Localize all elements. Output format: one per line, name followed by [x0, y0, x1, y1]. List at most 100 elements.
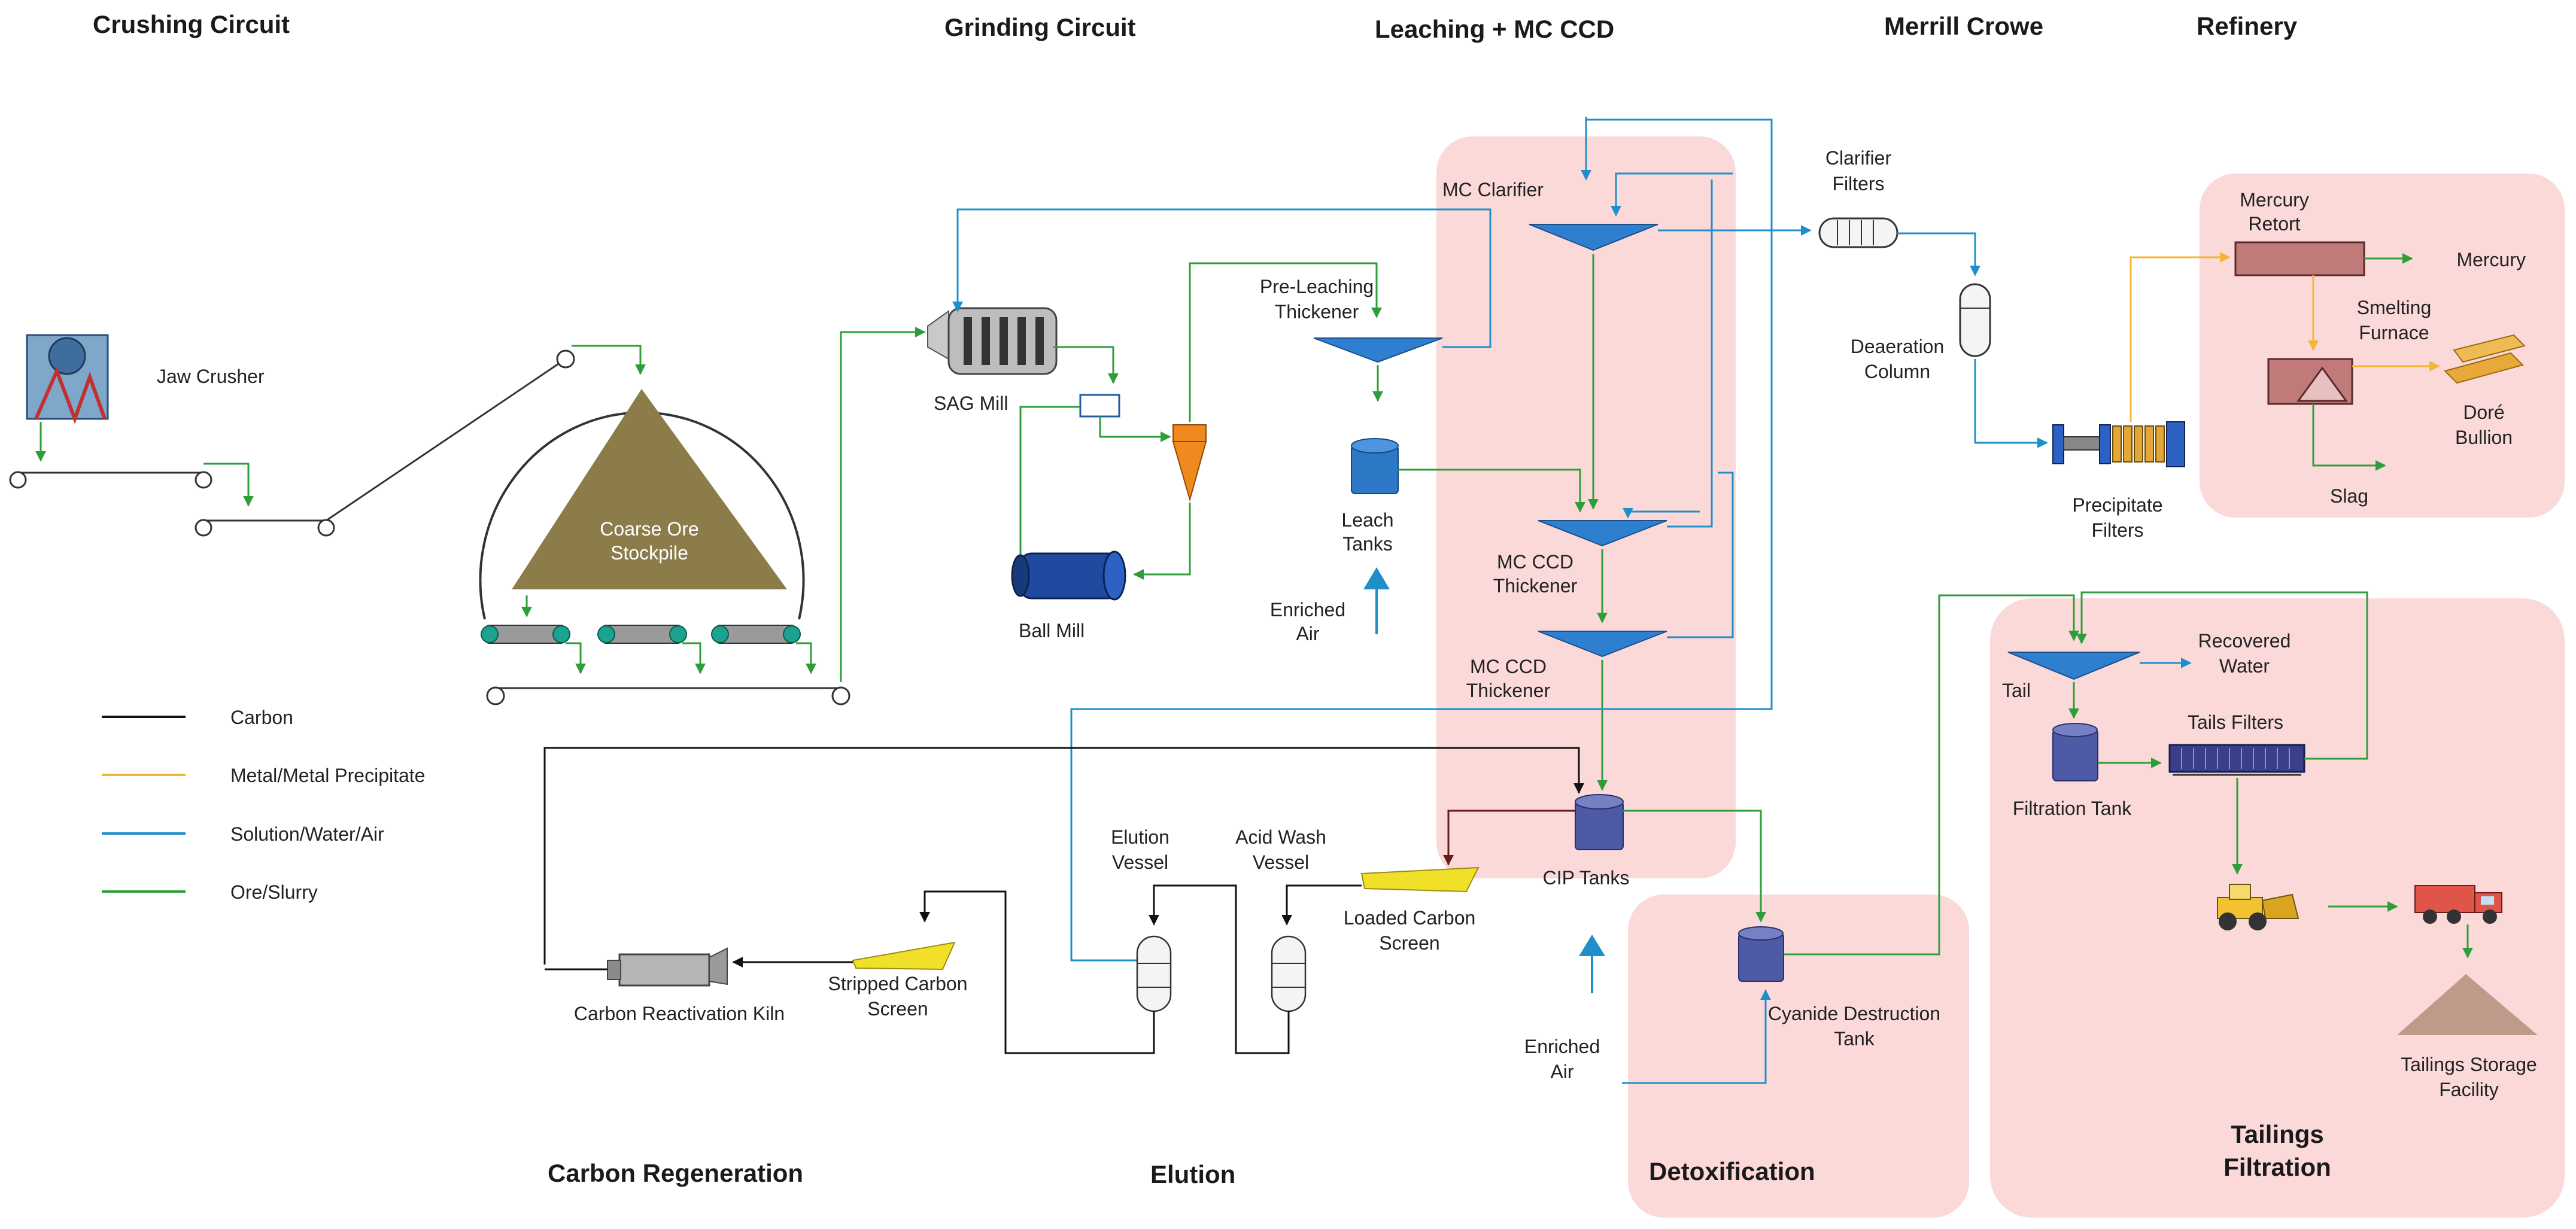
kiln-icon: [607, 947, 728, 987]
section-merrill-crowe: Merrill Crowe: [1884, 12, 2043, 40]
feeders: [481, 625, 801, 644]
flow-cyclone-to-ballmill: [1133, 503, 1191, 580]
flow-to-sag-mill: [840, 327, 926, 682]
enriched-air-2-label-1: Enriched: [1524, 1036, 1600, 1057]
merrill-crowe: Clarifier Filters Deaeration Column: [1818, 147, 2231, 541]
flow-precip-to-retort: [2130, 252, 2231, 422]
cip-tank-icon: [1575, 794, 1624, 850]
section-crushing-circuit: Crushing Circuit: [93, 10, 290, 38]
elution-vessel-label-1: Elution: [1111, 826, 1169, 848]
filtration-tank-icon: [2052, 723, 2098, 781]
cyanide-tank-icon: [1738, 926, 1784, 982]
flow-cyclone-to-preleach: [1189, 262, 1382, 422]
zone-leaching-mc-ccd: [1436, 136, 1736, 878]
flow-furnace-to-slag: [2312, 404, 2386, 471]
pre-leaching-thickener-icon: [1313, 337, 1443, 363]
refinery: Mercury Retort Mercury Smelting Furnace …: [2234, 189, 2526, 507]
mc-ccd-2-label-2: Thickener: [1466, 680, 1551, 701]
flow-to-stockpile: [572, 345, 646, 375]
tailings-filtration: Tail Recovered Water Filtration Tank Tai…: [2002, 591, 2538, 1100]
loaded-carbon-label-2: Screen: [1379, 932, 1439, 954]
sag-mill-label: SAG Mill: [934, 393, 1008, 414]
clarifier-filters-label-2: Filters: [1832, 173, 1884, 194]
conveyor-1: [9, 471, 212, 489]
deaeration-column-icon: [1959, 283, 1991, 357]
legend: Carbon Metal/Metal Precipitate Solution/…: [102, 707, 425, 903]
clarifier-filters-label-1: Clarifier: [1825, 147, 1892, 169]
flow-screen-to-acidwash: [1281, 884, 1362, 926]
loaded-carbon-label-1: Loaded Carbon: [1344, 907, 1476, 929]
stripped-carbon-screen-icon: [852, 941, 956, 971]
flow-screen-to-cyclone: [1099, 416, 1171, 442]
flow-filtrate-recycle: [2076, 591, 2368, 760]
section-leaching-mc-ccd: Leaching + MC CCD: [1375, 15, 1614, 43]
clarifier-filter-icon: [1818, 217, 1898, 248]
mc-ccd-1-label-2: Thickener: [1493, 575, 1578, 597]
slag-label: Slag: [2330, 485, 2368, 507]
flow-to-clarifier-b: [1611, 172, 1733, 217]
grinding-circuit: SAG Mill Ball Mill: [927, 262, 1382, 641]
conveyor-3: [486, 686, 850, 705]
leach-tanks-label-1: Leach: [1341, 509, 1393, 531]
flow-preleach-overflow-to-sag: [952, 208, 1491, 348]
stripped-carbon-label-1: Stripped Carbon: [828, 973, 967, 994]
sag-mill-icon: [927, 307, 1058, 375]
filtration-tank-label: Filtration Tank: [2013, 798, 2133, 819]
stockpile-icon: [479, 389, 805, 620]
cyanide-label-1: Cyanide Destruction: [1768, 1003, 1940, 1024]
section-tailings-line2: Filtration: [2223, 1153, 2331, 1181]
flow-air-to-cyanide: [1622, 989, 1771, 1084]
acid-wash-label-1: Acid Wash: [1235, 826, 1326, 848]
recovered-water-label-2: Water: [2219, 655, 2270, 677]
mc-clarifier-label: MC Clarifier: [1442, 179, 1544, 200]
loaded-carbon-screen-icon: [1360, 866, 1480, 893]
mc-ccd-1-label-1: MC CCD: [1497, 551, 1573, 573]
trommel-screen-icon: [1079, 394, 1120, 418]
conveyor-2: [195, 349, 575, 537]
enriched-air-2-label-2: Air: [1550, 1061, 1573, 1082]
flow-conveyor1-to-2: [203, 463, 254, 507]
flow-ccd2-overflow-to-ccd1: [1623, 507, 1700, 519]
mercury-retort-label-2: Retort: [2248, 213, 2300, 235]
pre-leaching-label-1: Pre-Leaching: [1260, 276, 1374, 297]
wheel-loader-icon: [2217, 884, 2299, 930]
flow-ccd2-overflow: [1667, 471, 1734, 638]
elution-vessel-label-2: Vessel: [1112, 851, 1168, 873]
leach-tank-icon: [1351, 438, 1399, 494]
precip-filters-label-2: Filters: [2091, 519, 2143, 541]
acid-wash-label-2: Vessel: [1253, 851, 1309, 873]
detoxification: Cyanide Destruction Tank Enriched Air: [1524, 594, 2079, 1084]
air-arrow-icon: [1363, 567, 1390, 634]
mc-ccd-thickener-2-icon: [1538, 631, 1667, 658]
retort-icon: [2234, 241, 2365, 276]
smelting-label-2: Furnace: [2359, 322, 2429, 343]
section-detoxification: Detoxification: [1649, 1157, 1815, 1185]
stockpile-label-1: Coarse Ore: [600, 518, 698, 540]
smelting-label-1: Smelting: [2357, 297, 2432, 318]
stockpile-label-2: Stockpile: [610, 542, 688, 564]
mercury-label: Mercury: [2456, 249, 2526, 270]
flow-cip-to-loaded-screen: [1443, 810, 1575, 866]
leaching-circuit: Pre-Leaching Thickener Leach Tanks Enric…: [543, 117, 1812, 993]
gold-bars-icon: [2444, 334, 2526, 384]
section-tailings-line1: Tailings: [2231, 1120, 2324, 1148]
enriched-air-1-label-2: Air: [1296, 623, 1319, 644]
tsf-label-2: Facility: [2439, 1079, 2499, 1100]
elution-vessel-icon: [1136, 935, 1172, 1012]
flow-ccd1-overflow-up: [1667, 180, 1713, 528]
flow-sag-to-screen: [1053, 346, 1119, 384]
furnace-icon: [2267, 358, 2353, 405]
section-grinding-circuit: Grinding Circuit: [944, 13, 1136, 41]
tail-thickener-icon: [2007, 652, 2140, 680]
air-arrow-2-icon: [1579, 935, 1605, 993]
flow-elution-to-stripped: [919, 890, 1155, 1054]
mercury-retort-label-1: Mercury: [2240, 189, 2309, 211]
tail-label: Tail: [2002, 680, 2031, 701]
dump-truck-icon: [2414, 885, 2502, 924]
mc-ccd-thickener-1-icon: [1538, 520, 1667, 547]
deaeration-label-1: Deaeration: [1851, 336, 1945, 357]
legend-label-carbon: Carbon: [230, 707, 293, 728]
section-carbon-regeneration: Carbon Regeneration: [548, 1159, 803, 1187]
dore-label-1: Doré: [2463, 401, 2504, 423]
